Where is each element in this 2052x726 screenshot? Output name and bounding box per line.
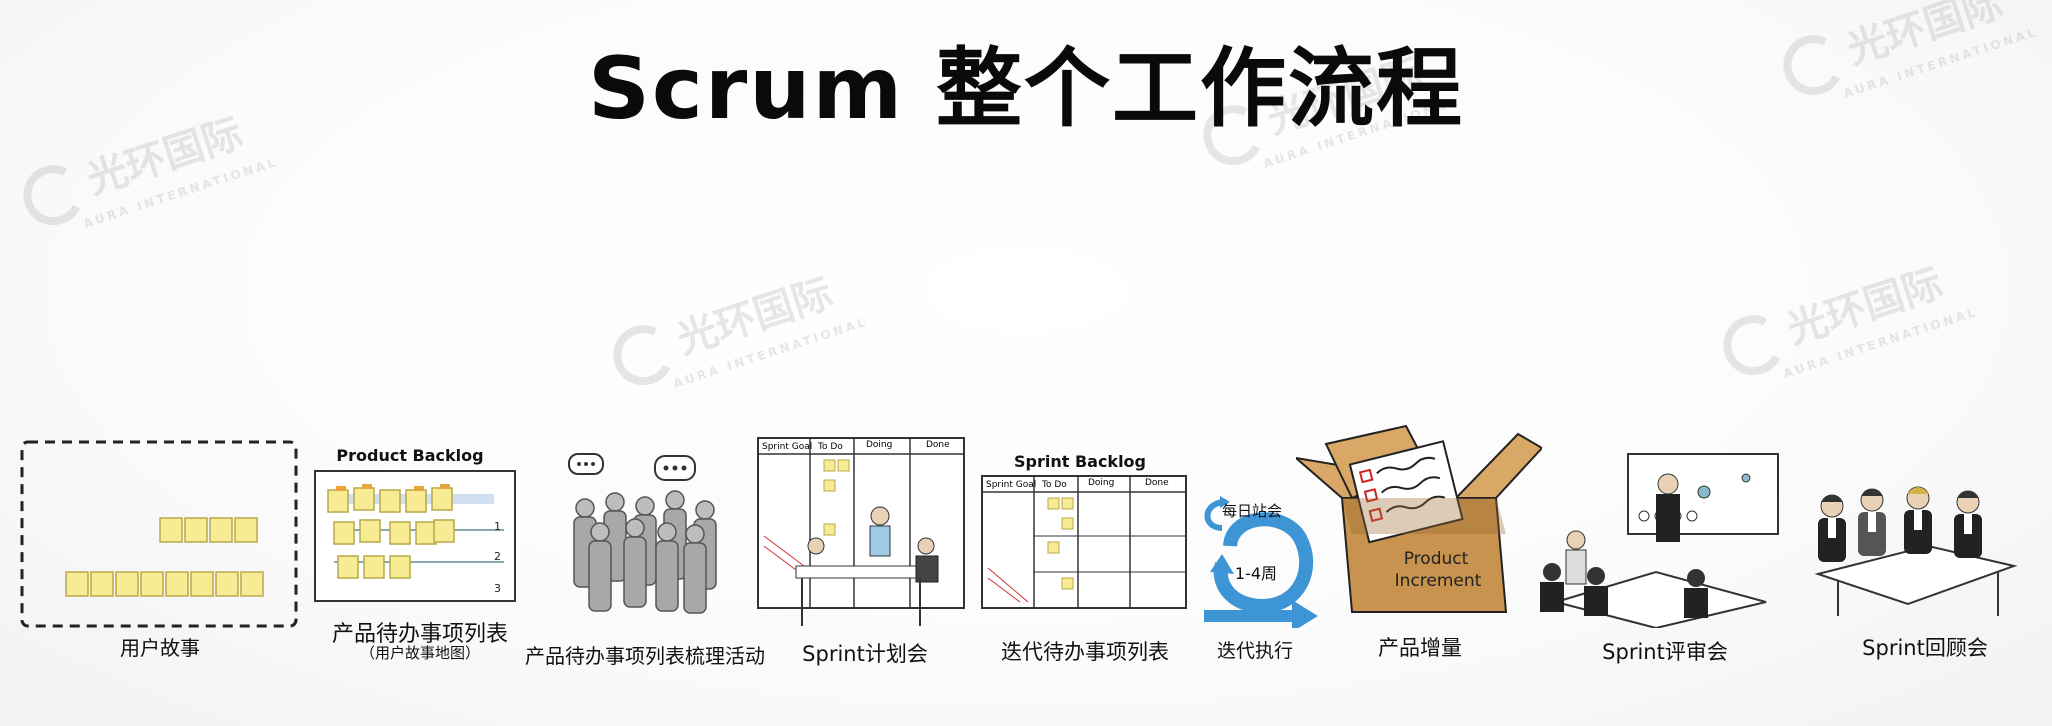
svg-text:1: 1 — [494, 520, 501, 533]
sticky-note — [333, 521, 355, 545]
board-doing: Doing — [866, 440, 892, 450]
stage-label: 产品待办事项列表 — [331, 622, 508, 647]
product-backlog-board: 1 2 3 — [314, 470, 516, 602]
box-text-increment: Increment — [1395, 571, 1482, 591]
sticky-note — [405, 489, 427, 513]
stage-sprint-backlog: Sprint Goal To Do Doing Done — [980, 474, 1188, 614]
sticky-note — [209, 517, 233, 543]
product-box-illustration: Product Increment — [1292, 424, 1544, 613]
stage-refinement — [555, 448, 735, 624]
stage-user-stories — [20, 440, 300, 634]
person — [625, 518, 645, 538]
stage-label: 用户故事 — [120, 636, 200, 660]
board-todo: To Do — [1041, 480, 1067, 490]
sticky-note — [353, 487, 375, 511]
sticky-note — [165, 571, 189, 597]
sprint-planning-illustration: Sprint Goal To Do Doing Done — [757, 437, 965, 626]
sticky-note — [240, 571, 264, 597]
board-doing: Doing — [1088, 478, 1114, 488]
person — [695, 500, 715, 520]
stage-product-backlog: 1 2 3 — [314, 470, 516, 606]
arrow-right-icon — [1292, 600, 1318, 632]
sticky-note — [389, 521, 411, 545]
stage-label: 迭代待办事项列表 — [1001, 640, 1169, 664]
stage-label: 产品待办事项列表梳理活动 — [525, 644, 765, 668]
sticky-notes — [65, 517, 264, 597]
page-title: Scrum 整个工作流程 — [587, 39, 1465, 139]
sprint-backlog-header: Sprint Backlog — [1013, 452, 1146, 471]
sprint-period-label: 1-4周 — [1234, 564, 1278, 583]
person — [575, 498, 595, 518]
sprint-review-illustration — [1540, 453, 1779, 630]
sticky-note — [431, 487, 453, 511]
speech-bubble-icon — [568, 453, 604, 475]
stage-product-increment: Product Increment — [1292, 424, 1544, 624]
product-backlog-header: Product Backlog — [336, 446, 484, 465]
sticky-note — [190, 571, 214, 597]
stage-sprint-execution — [1192, 488, 1332, 632]
svg-text:2: 2 — [494, 550, 501, 563]
crowd-illustration — [568, 453, 717, 614]
svg-text:3: 3 — [494, 582, 501, 595]
sticky-note — [115, 571, 139, 597]
sprint-backlog-board: Sprint Goal To Do Doing Done — [981, 475, 1187, 609]
sticky-note — [363, 555, 385, 579]
box-text-product: Product — [1404, 549, 1469, 569]
sticky-note — [379, 489, 401, 513]
sticky-note — [234, 517, 258, 543]
stage-sprint-review — [1536, 452, 1784, 632]
sticky-note — [389, 555, 411, 579]
sticky-note — [327, 489, 349, 513]
stage-sublabel: （用户故事地图） — [359, 644, 480, 662]
sticky-note — [215, 571, 239, 597]
sprint-loop-arrow — [1213, 512, 1314, 614]
person — [590, 522, 610, 542]
person — [605, 492, 625, 512]
stage-sprint-planning: Sprint Goal To Do Doing Done — [756, 436, 966, 634]
sticky-note — [415, 521, 437, 545]
sticky-note — [337, 555, 359, 579]
stage-label: Sprint评审会 — [1602, 640, 1728, 664]
board-sprint-goal: Sprint Goal — [762, 442, 812, 452]
sticky-note — [433, 519, 455, 543]
board-done: Done — [1145, 478, 1169, 488]
board-sprint-goal: Sprint Goal — [986, 480, 1036, 490]
stage-label: 产品增量 — [1378, 636, 1462, 660]
user-stories-illustration — [20, 440, 298, 628]
stage-label: 迭代执行 — [1216, 640, 1293, 662]
sticky-note — [359, 519, 381, 543]
sticky-note — [140, 571, 164, 597]
sticky-note — [184, 517, 208, 543]
person — [635, 496, 655, 516]
person — [665, 490, 685, 510]
stage-label: Sprint计划会 — [802, 642, 928, 666]
board-done: Done — [926, 440, 950, 450]
sprint-retro-illustration — [1814, 486, 2018, 616]
person — [657, 522, 677, 542]
board-todo: To Do — [817, 442, 843, 452]
sticky-note — [90, 571, 114, 597]
stage-sprint-retro — [1808, 476, 2018, 630]
sticky-note — [65, 571, 89, 597]
sprint-cycle-illustration — [1204, 496, 1318, 632]
speech-bubble-icon — [654, 455, 696, 481]
dashed-frame — [20, 440, 298, 628]
sticky-note — [159, 517, 183, 543]
person — [685, 524, 705, 544]
stage-label: Sprint回顾会 — [1862, 636, 1988, 660]
daily-standup-label: 每日站会 — [1221, 502, 1282, 520]
